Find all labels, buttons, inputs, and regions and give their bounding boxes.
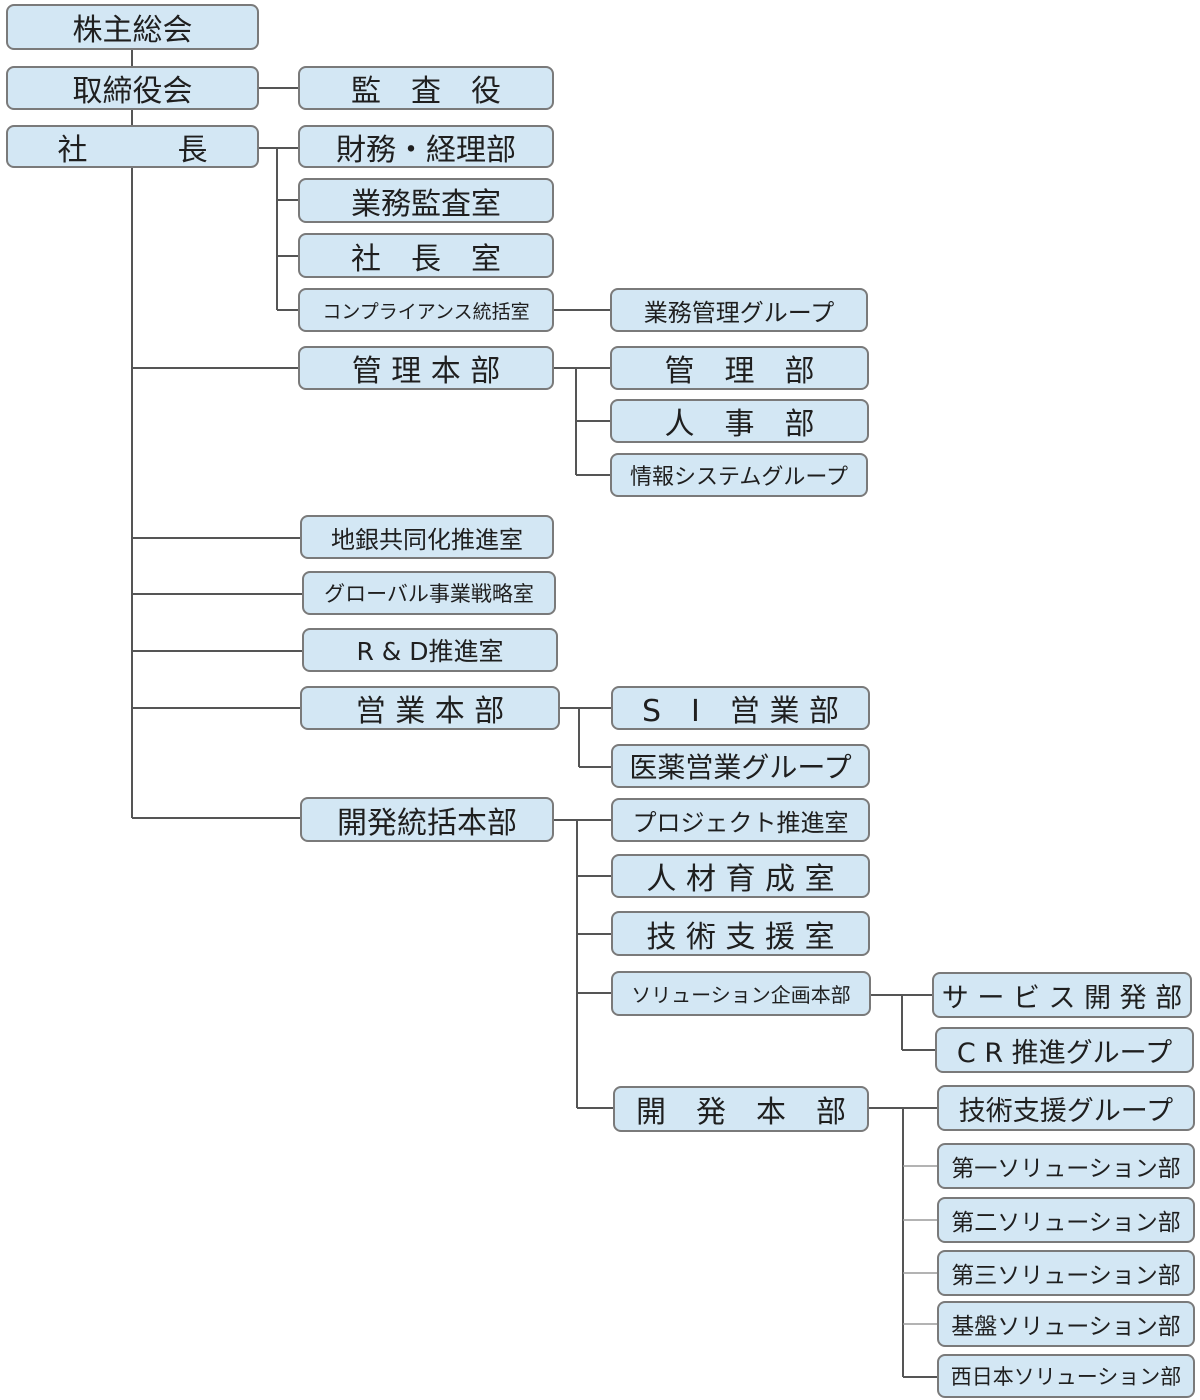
business-mgmt-group-label: 業務管理グループ <box>643 298 835 327</box>
pharma-sales-group-label: 医薬営業グループ <box>629 751 852 784</box>
west-japan-solution-dept-box: 西日本ソリューション部 <box>937 1354 1195 1398</box>
auditor-box: 監 査 役 <box>298 66 554 110</box>
dev-hq-box: 開 発 本 部 <box>613 1086 869 1132</box>
solution-planning-hq-label: ソリューション企画本部 <box>631 983 851 1007</box>
hr-dept-box: 人 事 部 <box>610 399 869 443</box>
first-solution-dept-box: 第一ソリューション部 <box>937 1143 1195 1189</box>
talent-development-office-label: 人 材 育 成 室 <box>646 862 835 897</box>
admin-dept-box: 管 理 部 <box>610 346 869 390</box>
board-of-directors-label: 取締役会 <box>72 74 193 109</box>
pharma-sales-group-box: 医薬営業グループ <box>611 744 870 788</box>
cr-promotion-group-label: C R 推進グループ <box>956 1037 1173 1069</box>
global-strategy-office-box: グローバル事業戦略室 <box>302 571 556 615</box>
audit-office-label: 業務監査室 <box>351 186 501 222</box>
shareholders-meeting-label: 株主総会 <box>72 13 193 48</box>
finance-accounting-dept-label: 財務・経理部 <box>336 132 516 168</box>
second-solution-dept-box: 第二ソリューション部 <box>937 1197 1195 1243</box>
second-solution-dept-label: 第二ソリューション部 <box>951 1210 1181 1236</box>
regional-bank-office-label: 地銀共同化推進室 <box>331 525 523 554</box>
audit-office-box: 業務監査室 <box>298 178 554 223</box>
president-box: 社 長 <box>6 125 259 168</box>
president-office-label: 社 長 室 <box>351 241 501 277</box>
dev-hq-label: 開 発 本 部 <box>636 1095 846 1130</box>
info-systems-group-box: 情報システムグループ <box>610 453 868 497</box>
project-promotion-office-box: プロジェクト推進室 <box>611 798 870 842</box>
cr-promotion-group-box: C R 推進グループ <box>935 1027 1194 1073</box>
tech-support-group-label: 技術支援グループ <box>958 1095 1174 1127</box>
board-of-directors-box: 取締役会 <box>6 66 259 110</box>
rnd-office-label: R & D推進室 <box>356 637 504 666</box>
shareholders-meeting-box: 株主総会 <box>6 4 259 50</box>
tech-support-office-box: 技 術 支 援 室 <box>611 911 870 956</box>
admin-hq-box: 管 理 本 部 <box>298 346 554 390</box>
third-solution-dept-label: 第三ソリューション部 <box>951 1263 1181 1289</box>
third-solution-dept-box: 第三ソリューション部 <box>937 1250 1195 1296</box>
infrastructure-solution-dept-box: 基盤ソリューション部 <box>937 1301 1195 1347</box>
sales-hq-label: 営 業 本 部 <box>355 694 505 729</box>
infrastructure-solution-dept-label: 基盤ソリューション部 <box>951 1314 1181 1340</box>
admin-dept-label: 管 理 部 <box>664 354 815 389</box>
info-systems-group-label: 情報システムグループ <box>629 465 849 490</box>
si-sales-dept-box: S I 営 業 部 <box>611 686 870 730</box>
global-strategy-office-label: グローバル事業戦略室 <box>324 582 534 606</box>
sales-hq-box: 営 業 本 部 <box>300 686 560 730</box>
service-dev-dept-box: サ ー ビ ス 開 発 部 <box>932 972 1192 1018</box>
rnd-office-box: R & D推進室 <box>302 628 558 672</box>
west-japan-solution-dept-label: 西日本ソリューション部 <box>950 1365 1182 1389</box>
dev-general-hq-box: 開発統括本部 <box>300 797 554 842</box>
hr-dept-label: 人 事 部 <box>664 407 815 442</box>
business-mgmt-group-box: 業務管理グループ <box>610 288 868 332</box>
tech-support-group-box: 技術支援グループ <box>937 1085 1195 1131</box>
first-solution-dept-label: 第一ソリューション部 <box>951 1156 1181 1182</box>
talent-development-office-box: 人 材 育 成 室 <box>611 854 870 898</box>
tech-support-office-label: 技 術 支 援 室 <box>646 919 835 955</box>
finance-accounting-dept-box: 財務・経理部 <box>298 125 554 168</box>
dev-general-hq-label: 開発統括本部 <box>337 805 517 841</box>
regional-bank-office-box: 地銀共同化推進室 <box>300 515 554 559</box>
project-promotion-office-label: プロジェクト推進室 <box>632 808 849 837</box>
president-label: 社 長 <box>57 132 208 168</box>
auditor-label: 監 査 役 <box>351 74 501 109</box>
compliance-office-box: コンプライアンス統括室 <box>298 288 554 332</box>
admin-hq-label: 管 理 本 部 <box>351 354 501 389</box>
service-dev-dept-label: サ ー ビ ス 開 発 部 <box>941 982 1183 1014</box>
president-office-box: 社 長 室 <box>298 233 554 278</box>
solution-planning-hq-box: ソリューション企画本部 <box>611 971 871 1016</box>
si-sales-dept-label: S I 営 業 部 <box>642 694 839 729</box>
compliance-office-label: コンプライアンス統括室 <box>322 300 530 323</box>
